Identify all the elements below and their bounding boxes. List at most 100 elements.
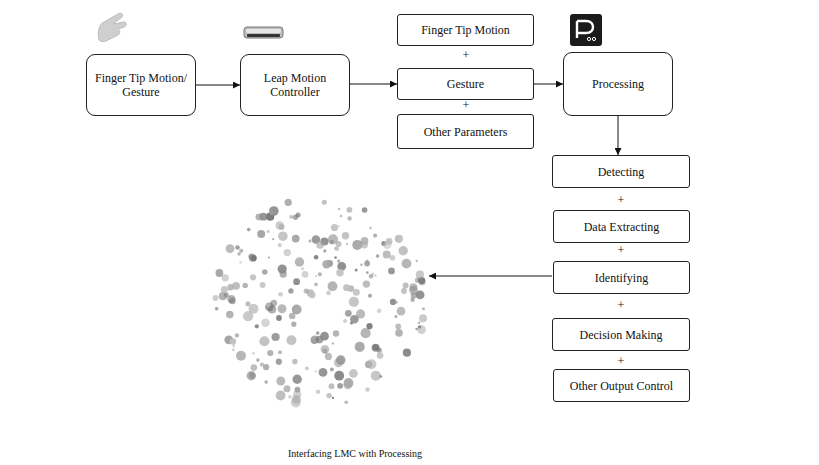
- particle-dot: [270, 300, 277, 307]
- particle-dot: [366, 323, 372, 329]
- particle-dot: [319, 368, 328, 377]
- parameter-box: Other Parameters: [397, 114, 534, 149]
- parameter-box: Finger Tip Motion: [397, 14, 534, 46]
- particle-dot: [331, 224, 338, 231]
- node-content: Leap Motion Controller: [247, 71, 343, 99]
- particle-dot: [318, 272, 322, 276]
- particle-dot: [334, 358, 343, 367]
- particle-dot: [402, 259, 412, 269]
- figure-caption: Interfacing LMC with Processing: [205, 448, 505, 460]
- particle-dot: [291, 322, 296, 327]
- particle-dot: [227, 295, 235, 303]
- particle-dot: [279, 224, 285, 230]
- hand-icon: [98, 13, 126, 41]
- node-text: Detecting: [598, 165, 645, 179]
- particle-dot: [336, 355, 346, 365]
- particle-dot: [336, 269, 343, 276]
- particle-dot: [417, 325, 426, 334]
- particle-dot: [361, 237, 369, 245]
- particle-dot: [416, 271, 424, 279]
- particle-dot: [422, 307, 425, 310]
- leader-arrow: [429, 276, 552, 277]
- particle-dot: [221, 286, 228, 293]
- particle-dot: [311, 338, 317, 344]
- particle-dot: [292, 235, 300, 243]
- particle-dot: [239, 261, 242, 264]
- particle-dot: [288, 288, 293, 293]
- particle-dot: [215, 307, 219, 311]
- device-box: Leap Motion Controller: [240, 54, 350, 116]
- node-content: Processing: [592, 77, 644, 91]
- particle-dot: [409, 283, 417, 291]
- particle-dot: [395, 329, 403, 337]
- particle-dot: [322, 200, 327, 205]
- particle-dot: [293, 375, 302, 384]
- step-box: Detecting: [552, 155, 690, 188]
- node-text: Leap Motion Controller: [247, 71, 343, 99]
- particle-dot: [328, 281, 338, 291]
- particle-dot: [305, 366, 309, 370]
- particle-dot: [232, 348, 235, 351]
- particle-dot: [411, 293, 417, 299]
- particle-dot: [361, 241, 368, 248]
- particle-dot: [325, 353, 332, 360]
- particle-dot: [419, 279, 426, 286]
- particle-dot: [416, 291, 425, 300]
- node-content: Gesture: [447, 77, 484, 91]
- particle-dot: [260, 282, 266, 288]
- particle-dot: [270, 211, 274, 215]
- particle-dot: [239, 249, 243, 253]
- particle-dot: [308, 240, 311, 243]
- particle-dot: [227, 284, 233, 290]
- particle-dot: [269, 206, 279, 216]
- particle-dot: [366, 271, 369, 274]
- particle-dot: [251, 364, 258, 371]
- node-text: Other Output Control: [570, 379, 673, 393]
- particle-dot: [216, 269, 224, 277]
- particle-dot: [268, 256, 270, 258]
- node-content: Detecting: [598, 165, 645, 179]
- particle-dot: [314, 283, 318, 287]
- particle-dot: [259, 336, 269, 346]
- particle-dot: [342, 232, 349, 239]
- particle-dot: [334, 371, 344, 381]
- particle-dot: [372, 273, 375, 276]
- particle-dot: [301, 267, 304, 270]
- process-box: Processing: [563, 52, 673, 116]
- particle-dot: [243, 311, 253, 321]
- particle-dot: [295, 387, 301, 393]
- particle-dot: [286, 335, 296, 345]
- particle-dot: [374, 274, 376, 276]
- particle-dot: [219, 292, 227, 300]
- plus-sign: +: [456, 98, 476, 112]
- particle-dot: [268, 305, 276, 313]
- particle-dot: [267, 350, 273, 356]
- particle-dot: [388, 268, 395, 275]
- particle-dot: [278, 231, 288, 241]
- particle-dot: [372, 344, 380, 352]
- particle-dot: [307, 289, 314, 296]
- particle-dot: [266, 302, 271, 307]
- particle-dot: [377, 347, 382, 352]
- particle-dot: [256, 358, 260, 362]
- particle-dot: [249, 372, 255, 378]
- node-text: Other Parameters: [424, 125, 508, 139]
- particle-dot: [366, 359, 376, 369]
- node-text: Decision Making: [580, 328, 663, 342]
- particle-dot: [394, 315, 397, 318]
- particle-dot: [278, 350, 282, 354]
- particle-dot: [376, 254, 380, 258]
- particle-dot: [272, 238, 274, 240]
- particle-dot: [316, 336, 324, 344]
- particle-dot: [295, 257, 304, 266]
- processing-logo: [570, 14, 602, 46]
- particle-dot: [343, 284, 350, 291]
- particle-dot: [403, 349, 411, 357]
- particle-dot: [344, 378, 354, 388]
- particle-dot: [247, 371, 256, 380]
- particle-dot: [350, 321, 353, 324]
- particle-dot: [371, 371, 381, 381]
- flow-arrow: [618, 116, 619, 155]
- particle-dot: [226, 244, 235, 253]
